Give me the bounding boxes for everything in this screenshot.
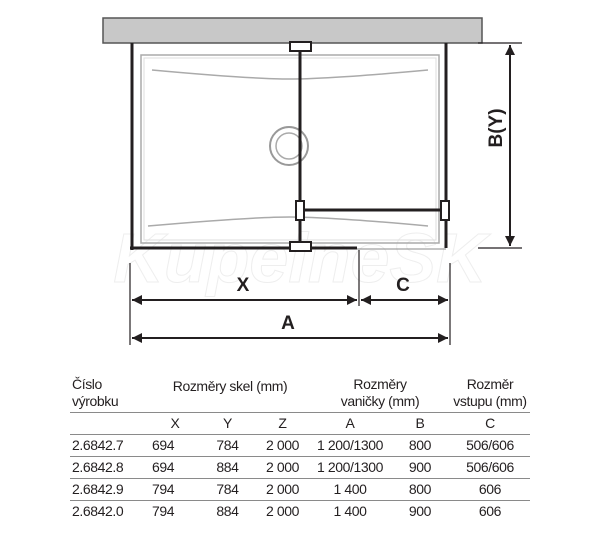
cell-z: 2 000 xyxy=(255,456,310,479)
subheader-z: Z xyxy=(255,412,310,435)
tray-slope-top xyxy=(151,69,429,80)
header-entry-2: vstupu (mm) xyxy=(453,393,527,409)
cell-y: 784 xyxy=(200,478,255,501)
subheader-c: C xyxy=(450,412,530,435)
header-product-no-2: výrobku xyxy=(72,393,119,409)
cell-c: 506/606 xyxy=(450,456,530,479)
subheader-x: X xyxy=(150,412,200,435)
drain-icon xyxy=(269,126,309,166)
cell-a: 1 400 xyxy=(333,503,367,519)
bar-clamp-right xyxy=(440,200,450,221)
bottom-clamp xyxy=(289,241,312,252)
cell-b: 800 xyxy=(390,478,450,501)
cell-b: 900 xyxy=(390,456,450,479)
subheader-y: Y xyxy=(200,412,255,435)
top-clamp xyxy=(289,41,312,52)
watermark: KupelneSK xyxy=(113,219,491,297)
tray-inner-edge xyxy=(143,57,437,241)
tray-slope-bottom xyxy=(147,216,429,227)
label-b: B(Y) xyxy=(486,108,507,147)
cell-z: 2 000 xyxy=(255,434,310,457)
cell-y: 884 xyxy=(216,503,239,519)
cell-b: 800 xyxy=(390,434,450,457)
cell-b: 900 xyxy=(408,503,432,519)
label-a: A xyxy=(281,313,295,334)
cell-a: 1 200/1300 xyxy=(310,434,390,457)
drain-inner xyxy=(275,132,303,160)
cell-c: 606 xyxy=(478,503,502,519)
cell-x: 794 xyxy=(150,478,200,501)
subheader-empty xyxy=(70,412,150,435)
label-c: C xyxy=(396,275,410,296)
cell-product-no: 2.6842.9 xyxy=(70,478,150,501)
cell-y: 784 xyxy=(200,434,255,457)
header-tray-2: vaničky (mm) xyxy=(340,393,420,409)
cell-product-no: 2.6842.7 xyxy=(70,434,150,457)
cell-product-no: 2.6842.0 xyxy=(72,503,124,519)
cell-x: 794 xyxy=(152,503,175,519)
subheader-b: B xyxy=(390,412,450,435)
cell-x: 694 xyxy=(150,456,200,479)
header-tray-1: Rozměry xyxy=(353,376,407,392)
cell-a: 1 400 xyxy=(310,478,390,501)
bar-clamp-left xyxy=(295,200,305,221)
cell-c: 606 xyxy=(450,478,530,501)
cell-z: 2 000 xyxy=(265,503,300,519)
cell-a: 1 200/1300 xyxy=(310,456,390,479)
header-product-no-1: Číslo xyxy=(72,376,102,392)
shower-tray xyxy=(140,54,440,244)
table-subheader: X Y Z A B C xyxy=(70,412,530,435)
cell-c: 506/606 xyxy=(450,434,530,457)
wall xyxy=(102,17,483,44)
table-row: 2.6842.0 794 884 2 000 1 400 900 606 xyxy=(70,501,530,523)
cell-z: 2 000 xyxy=(255,478,310,501)
header-entry-1: Rozměr xyxy=(466,376,514,392)
label-x: X xyxy=(237,275,250,296)
cell-x: 694 xyxy=(150,434,200,457)
cell-product-no: 2.6842.8 xyxy=(70,456,150,479)
subheader-a: A xyxy=(310,412,390,435)
cell-y: 884 xyxy=(200,456,255,479)
header-glass: Rozměry skel (mm) xyxy=(150,376,310,413)
shower-plan-diagram: KupelneSK B(Y) X C A xyxy=(102,17,522,345)
